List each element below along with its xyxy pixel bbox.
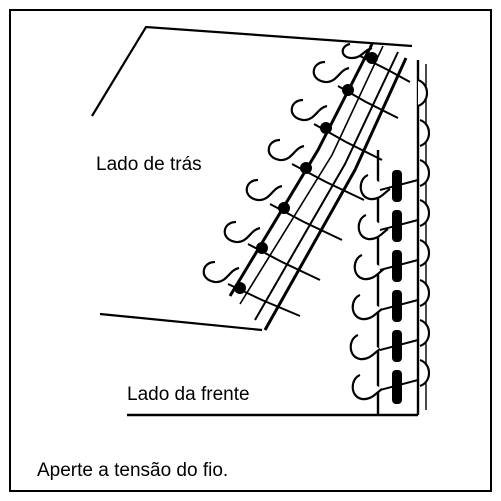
figure-frame: [9, 9, 492, 492]
instruction-caption: Aperte a tensão do fio.: [37, 460, 229, 481]
back-fabric-panel: [91, 25, 413, 332]
back-side-label: Lado de trás: [96, 154, 202, 175]
front-overlock-chain: [349, 60, 431, 415]
front-side-label: Lado da frente: [127, 384, 250, 405]
back-overlock-seam: [202, 42, 411, 331]
